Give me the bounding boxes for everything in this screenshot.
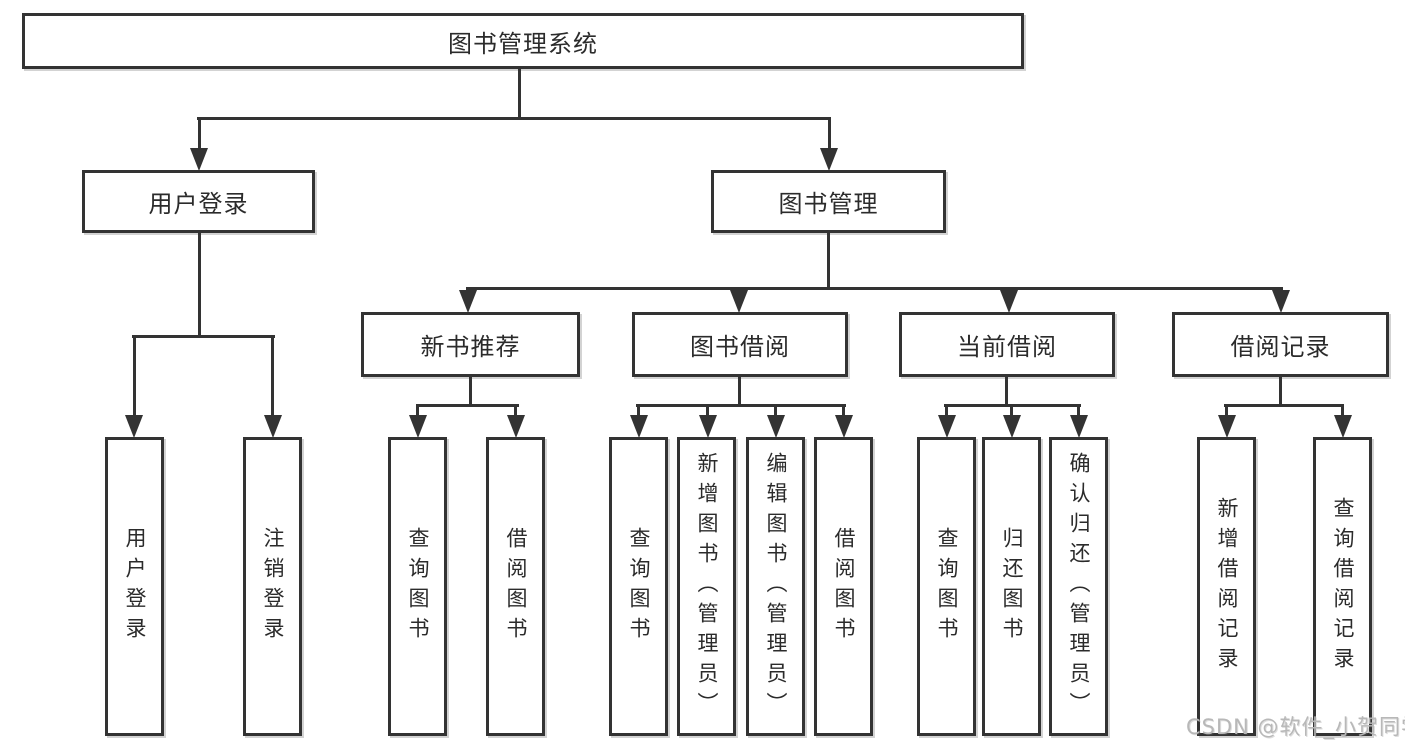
watermark: CSDN @软件_小贺同学 bbox=[1186, 715, 1405, 739]
leaf-return-books: 归还图书 bbox=[982, 437, 1041, 736]
arrow-down-icon bbox=[125, 415, 143, 438]
leaf-label: 归还图书 bbox=[1000, 526, 1024, 647]
connector-line bbox=[514, 404, 517, 417]
leaf-query-books-current: 查询图书 bbox=[917, 437, 976, 736]
leaf-query-borrow-record: 查询借阅记录 bbox=[1313, 437, 1372, 736]
connector-line bbox=[842, 404, 845, 417]
arrow-down-icon bbox=[730, 290, 748, 313]
arrow-down-icon bbox=[835, 415, 853, 438]
leaf-label: 借阅图书 bbox=[504, 526, 528, 647]
arrow-down-icon bbox=[630, 415, 648, 438]
connector-line bbox=[1224, 404, 1344, 407]
node-label: 借阅记录 bbox=[1230, 333, 1331, 361]
arrow-down-icon bbox=[409, 415, 427, 438]
arrow-down-icon bbox=[1272, 290, 1290, 313]
connector-line bbox=[1077, 404, 1080, 417]
connector-line bbox=[197, 117, 831, 120]
leaf-logout: 注销登录 bbox=[243, 437, 302, 736]
connector-line bbox=[828, 117, 831, 150]
connector-line bbox=[1341, 404, 1344, 417]
connector-line bbox=[706, 404, 709, 417]
node-label: 图书借阅 bbox=[690, 333, 790, 361]
leaf-label: 查询图书 bbox=[406, 526, 430, 647]
leaf-add-borrow-record: 新增借阅记录 bbox=[1197, 437, 1256, 736]
leaf-query-books-borrowing: 查询图书 bbox=[609, 437, 668, 736]
arrow-down-icon bbox=[938, 415, 956, 438]
arrow-down-icon bbox=[507, 415, 525, 438]
node-new-book-recommend: 新书推荐 bbox=[361, 312, 580, 377]
leaf-label: 用户登录 bbox=[123, 526, 147, 647]
arrow-down-icon bbox=[264, 415, 282, 438]
leaf-borrow-books-recommend: 借阅图书 bbox=[486, 437, 545, 736]
leaf-query-books-recommend: 查询图书 bbox=[388, 437, 447, 736]
node-label: 当前借阅 bbox=[957, 333, 1057, 361]
leaf-user-login: 用户登录 bbox=[105, 437, 164, 736]
leaf-confirm-return-admin: 确认归还（管理员） bbox=[1049, 437, 1108, 736]
connector-line bbox=[774, 404, 777, 417]
arrow-down-icon bbox=[1218, 415, 1236, 438]
leaf-label: 新增借阅记录 bbox=[1215, 496, 1239, 677]
connector-line bbox=[827, 233, 830, 289]
connector-line bbox=[469, 377, 472, 406]
connector-line bbox=[1010, 404, 1013, 417]
connector-line bbox=[416, 404, 419, 417]
arrow-down-icon bbox=[190, 148, 208, 171]
connector-line bbox=[466, 287, 1283, 290]
leaf-label: 编辑图书（管理员） bbox=[764, 451, 788, 722]
leaf-label: 注销登录 bbox=[261, 526, 285, 647]
node-label: 用户登录 bbox=[148, 190, 249, 218]
arrow-down-icon bbox=[699, 415, 717, 438]
leaf-label: 查询图书 bbox=[627, 526, 651, 647]
node-current-borrowing: 当前借阅 bbox=[899, 312, 1115, 377]
node-borrowing-records: 借阅记录 bbox=[1172, 312, 1389, 377]
node-label: 新书推荐 bbox=[420, 333, 521, 361]
connector-line bbox=[1279, 377, 1282, 406]
leaf-label: 借阅图书 bbox=[832, 526, 856, 647]
connector-line bbox=[1005, 377, 1008, 406]
leaf-label: 查询图书 bbox=[935, 526, 959, 647]
arrow-down-icon bbox=[767, 415, 785, 438]
leaf-borrow-books-borrowing: 借阅图书 bbox=[814, 437, 873, 736]
node-library-management-system: 图书管理系统 bbox=[22, 13, 1024, 69]
arrow-down-icon bbox=[820, 148, 838, 171]
connector-line bbox=[198, 117, 201, 150]
node-label: 图书管理系统 bbox=[448, 29, 598, 58]
connector-line bbox=[132, 335, 275, 338]
arrow-down-icon bbox=[1003, 415, 1021, 438]
node-book-borrowing: 图书借阅 bbox=[632, 312, 848, 377]
connector-line bbox=[636, 404, 846, 407]
connector-line bbox=[198, 233, 201, 337]
node-user-login: 用户登录 bbox=[82, 170, 315, 233]
connector-line bbox=[133, 335, 136, 416]
connector-line bbox=[518, 69, 521, 118]
node-book-management: 图书管理 bbox=[711, 170, 946, 233]
leaf-label: 查询借阅记录 bbox=[1331, 496, 1355, 677]
arrow-down-icon bbox=[1070, 415, 1088, 438]
connector-line bbox=[271, 335, 274, 416]
arrow-down-icon bbox=[1334, 415, 1352, 438]
connector-line bbox=[1225, 404, 1228, 417]
arrow-down-icon bbox=[459, 290, 477, 313]
leaf-edit-book-admin: 编辑图书（管理员） bbox=[746, 437, 805, 736]
connector-line bbox=[637, 404, 640, 417]
arrow-down-icon bbox=[1000, 290, 1018, 313]
connector-line bbox=[738, 377, 741, 406]
connector-line bbox=[945, 404, 948, 417]
node-label: 图书管理 bbox=[778, 190, 879, 218]
leaf-label: 确认归还（管理员） bbox=[1067, 451, 1091, 722]
leaf-add-book-admin: 新增图书（管理员） bbox=[677, 437, 736, 736]
connector-line bbox=[416, 404, 519, 407]
leaf-label: 新增图书（管理员） bbox=[695, 451, 719, 722]
